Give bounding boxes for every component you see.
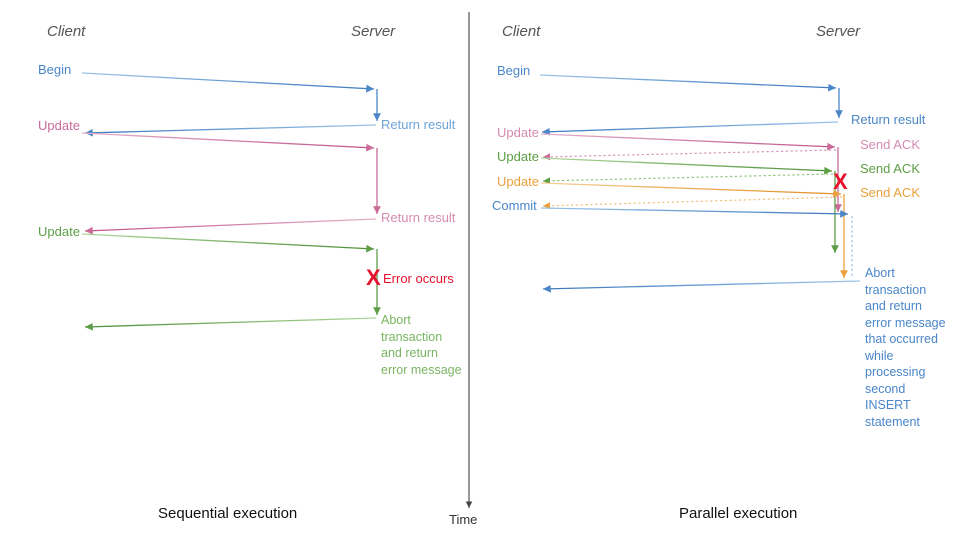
right-actor-client: Client: [502, 23, 541, 40]
left-arrow-abort: [84, 317, 377, 331]
time-axis-label: Time: [449, 512, 478, 527]
right-label-update-green: Update: [497, 149, 539, 164]
right-arrow-update-orange: [540, 182, 842, 198]
left-arrow-return-result-1: [84, 124, 377, 137]
left-error-x-icon: X: [366, 265, 381, 290]
left-panel-arrows: [81, 72, 381, 331]
right-panel-caption: Parallel execution: [679, 505, 798, 522]
right-label-ack-green: Send ACK: [860, 161, 920, 176]
right-arrow-commit: [540, 207, 849, 218]
right-arrow-ack-orange: [542, 196, 843, 210]
left-actor-server: Server: [351, 23, 396, 40]
right-arrow-return-result: [541, 121, 839, 136]
right-actor-server: Server: [816, 23, 861, 40]
left-label-error-occurs: Error occurs: [383, 271, 454, 286]
left-arrow-update-1: [81, 132, 375, 152]
right-label-ack-pink: Send ACK: [860, 137, 920, 152]
right-arrow-ack-pink: [542, 149, 837, 161]
right-arrow-update-pink: [540, 133, 836, 151]
left-arrow-return-result-2: [84, 218, 377, 235]
right-arrow-abort: [542, 280, 861, 293]
left-label-begin: Begin: [38, 62, 72, 77]
right-label-update-orange: Update: [497, 174, 539, 189]
left-label-update-2: Update: [38, 224, 80, 239]
right-label-update-pink: Update: [497, 125, 539, 140]
left-arrow-begin: [81, 72, 375, 93]
right-panel-arrows: [539, 74, 861, 293]
right-error-x-icon: X: [833, 169, 848, 194]
right-label-commit: Commit: [492, 198, 537, 213]
left-label-update-1: Update: [38, 118, 80, 133]
right-label-ack-orange: Send ACK: [860, 185, 920, 200]
left-panel-caption: Sequential execution: [158, 505, 298, 522]
right-label-abort-block: Abort transaction and return error messa…: [865, 266, 946, 429]
right-label-begin: Begin: [497, 63, 531, 78]
right-arrow-ack-green: [542, 173, 834, 185]
right-arrow-begin: [539, 74, 837, 92]
left-label-abort-block: Abort transaction and return error messa…: [381, 313, 462, 377]
left-actor-client: Client: [47, 23, 86, 40]
right-arrow-update-green: [540, 157, 833, 175]
right-label-return-result: Return result: [851, 112, 926, 127]
left-label-return-result-2: Return result: [381, 210, 456, 225]
left-label-return-result-1: Return result: [381, 117, 456, 132]
left-arrow-update-2: [81, 233, 375, 253]
